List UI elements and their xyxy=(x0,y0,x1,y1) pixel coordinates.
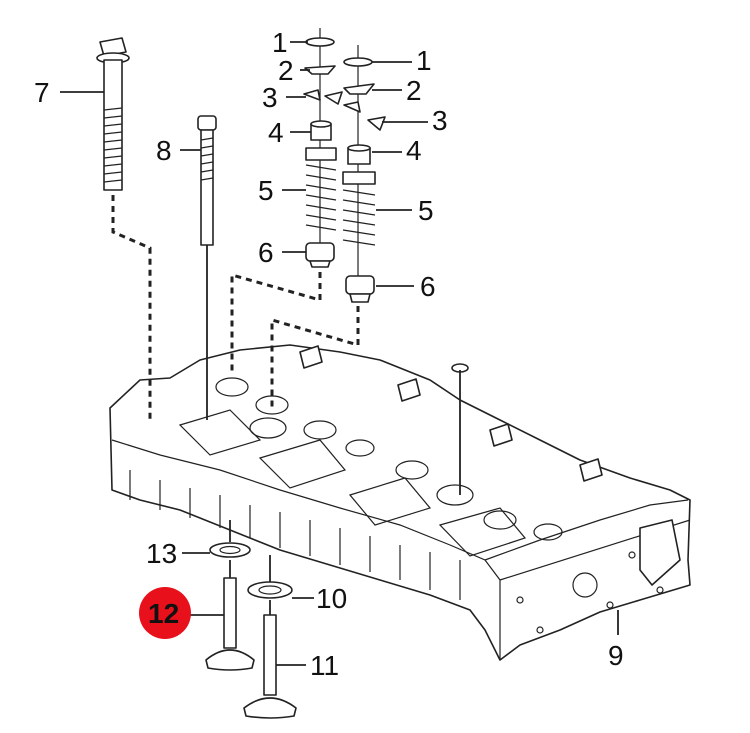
callout-3-right: 3 xyxy=(432,105,448,136)
callout-12: 12 xyxy=(148,598,179,629)
valve-train-left xyxy=(230,28,343,375)
callout-1-left: 1 xyxy=(272,27,288,58)
exhaust-valve-12 xyxy=(205,560,255,671)
intake-valve-11 xyxy=(243,600,297,719)
callout-5-right: 5 xyxy=(418,195,434,226)
callout-13: 13 xyxy=(146,538,177,569)
callout-7: 7 xyxy=(34,77,50,108)
callout-10: 10 xyxy=(316,583,347,614)
callout-2-left: 2 xyxy=(278,55,294,86)
valve-seal-10 xyxy=(247,555,293,599)
valve-seal-13 xyxy=(209,520,251,558)
callout-5-left: 5 xyxy=(258,175,274,206)
callout-labels: 1 1 2 2 3 3 4 4 5 5 6 6 7 8 9 10 11 12 1… xyxy=(34,27,624,681)
callout-3-left: 3 xyxy=(262,82,278,113)
callout-11: 11 xyxy=(310,650,339,681)
cylinder-head xyxy=(109,344,691,661)
callout-6-left: 6 xyxy=(258,237,274,268)
leader-lines xyxy=(60,41,619,666)
cylinder-head-bolt-short xyxy=(197,115,217,420)
cylinder-head-bolt-long xyxy=(96,37,152,420)
callout-9: 9 xyxy=(608,640,624,671)
callout-4-left: 4 xyxy=(268,117,284,148)
callout-1-right: 1 xyxy=(416,45,432,76)
callout-6-right: 6 xyxy=(420,271,436,302)
callout-2-right: 2 xyxy=(406,75,422,106)
highlight-circle-12 xyxy=(139,587,191,639)
callout-8: 8 xyxy=(156,135,172,166)
callout-4-right: 4 xyxy=(406,135,422,166)
valve-train-right xyxy=(270,45,386,410)
